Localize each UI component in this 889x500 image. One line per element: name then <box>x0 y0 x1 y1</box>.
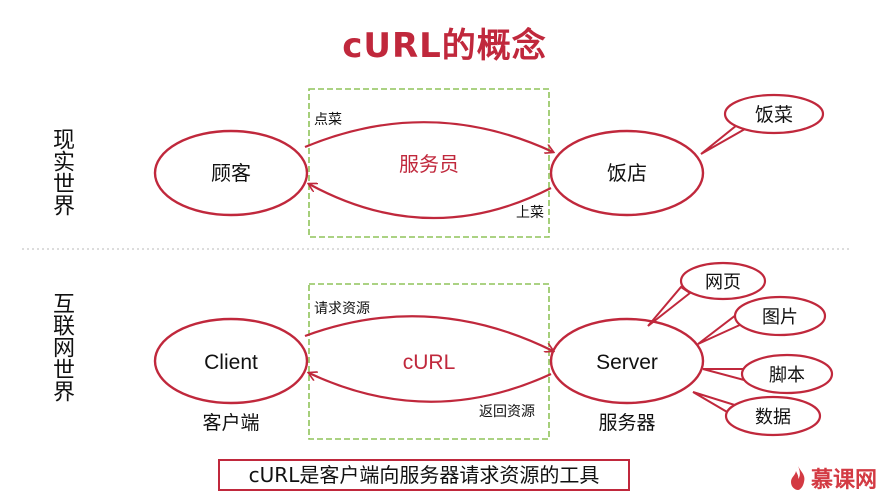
real-right-node <box>549 129 705 217</box>
server-node-label: Server <box>596 351 658 374</box>
section-label-real-world: 现实世界 <box>49 128 74 216</box>
request-arrow-label: 请求资源 <box>314 301 370 317</box>
real-left-node <box>153 129 309 217</box>
real-bubble-label: 饭菜 <box>755 104 793 126</box>
bubble-image <box>733 295 827 337</box>
server-node <box>549 317 705 405</box>
bubble-image-label: 图片 <box>762 307 798 328</box>
bubble-data-label: 数据 <box>755 407 791 428</box>
real-left-node-label: 顾客 <box>211 161 251 185</box>
real-bottom-arrow-label: 上菜 <box>516 205 544 221</box>
real-top-arrow-label: 点菜 <box>314 112 342 128</box>
real-middle-label: 服务员 <box>399 152 459 176</box>
client-node <box>153 317 309 405</box>
bubble-tail-script <box>702 368 747 382</box>
curl-middle-label: cURL <box>403 351 456 374</box>
client-caption: 客户端 <box>202 412 259 434</box>
internet-middle-dashed-box <box>308 283 550 440</box>
bubble-tail-webpage <box>647 285 692 327</box>
response-arrow-label: 返回资源 <box>479 404 535 420</box>
bubble-webpage-label: 网页 <box>705 272 741 293</box>
brand-logo: 慕课网 <box>789 462 877 494</box>
summary-box: cURL是客户端向服务器请求资源的工具 <box>218 459 630 491</box>
bubble-data <box>724 395 822 437</box>
request-arrow <box>304 315 553 351</box>
real-right-node-label: 饭店 <box>607 161 647 185</box>
client-node-label: Client <box>204 351 258 374</box>
bubble-script-label: 脚本 <box>769 365 805 386</box>
real-bubble-dishes <box>723 93 825 135</box>
bubble-webpage <box>679 261 767 301</box>
server-caption: 服务器 <box>598 412 655 434</box>
brand-name: 慕课网 <box>810 468 877 493</box>
bubble-script <box>740 353 834 395</box>
real-bottom-arrow <box>309 184 552 220</box>
real-top-arrow <box>304 121 553 152</box>
response-arrow <box>309 373 552 403</box>
page-title: cURL的概念 <box>342 26 547 66</box>
flame-icon <box>790 466 805 490</box>
real-middle-dashed-box <box>308 88 550 238</box>
section-label-internet-world: 互联网世界 <box>49 292 74 402</box>
